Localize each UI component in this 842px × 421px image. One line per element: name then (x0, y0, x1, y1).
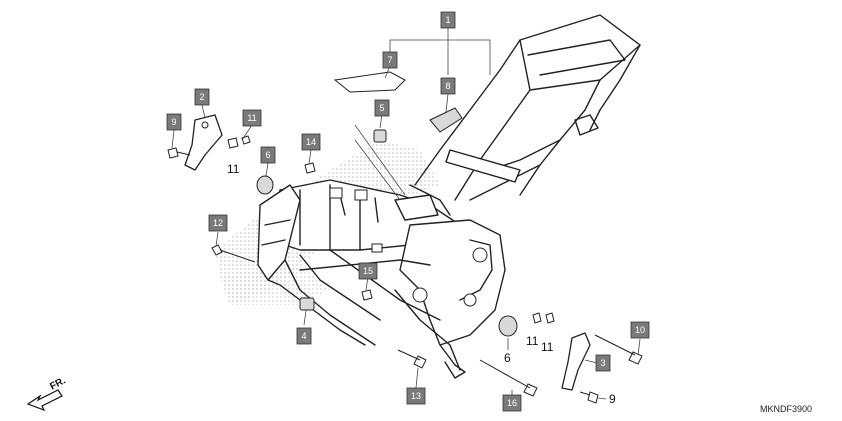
callout-15: 15 (358, 262, 378, 280)
svg-text:13: 13 (411, 391, 421, 401)
main-frame (257, 14, 641, 379)
front-direction-arrow: FR. (26, 375, 68, 412)
label-11-right-b: 11 (541, 340, 554, 354)
part-15-nut (361, 289, 373, 301)
svg-text:1: 1 (445, 15, 450, 25)
svg-text:7: 7 (387, 55, 392, 65)
part-16-bolt (479, 359, 538, 397)
svg-text:15: 15 (363, 266, 373, 276)
label-11-right-a: 11 (526, 334, 539, 348)
svg-text:10: 10 (635, 325, 645, 335)
part-13-bolt (397, 349, 427, 369)
callout-7: 7 (382, 51, 398, 69)
svg-text:14: 14 (306, 137, 316, 147)
svg-text:3: 3 (600, 358, 605, 368)
svg-text:8: 8 (445, 81, 450, 91)
svg-text:16: 16 (507, 398, 517, 408)
svg-text:12: 12 (213, 218, 223, 228)
part-8-pad (429, 107, 463, 133)
svg-text:9: 9 (171, 117, 176, 127)
callout-9: 9 (166, 113, 182, 131)
part-11-bolt-upper (227, 135, 251, 149)
front-label: FR. (48, 375, 68, 392)
part-11-bolts-lower (532, 312, 555, 324)
callout-10: 10 (630, 321, 650, 339)
callout-1: 1 (440, 11, 456, 29)
part-5-collar (373, 129, 387, 143)
svg-text:11: 11 (247, 113, 256, 123)
callout-13: 13 (406, 387, 426, 405)
callout-16: 16 (502, 394, 522, 412)
part-10-bolt (594, 334, 643, 365)
callout-4: 4 (296, 327, 312, 345)
callout-14: 14 (301, 133, 321, 151)
callout-3: 3 (595, 354, 611, 372)
drawing-code: MKNDF3900 (759, 404, 812, 414)
part-6-grommet-upper (256, 175, 274, 195)
svg-text:5: 5 (379, 103, 384, 113)
label-6-lower: 6 (504, 351, 511, 365)
label-11-left: 11 (227, 162, 240, 176)
callout-12: 12 (208, 214, 228, 232)
svg-text:2: 2 (199, 92, 204, 102)
svg-text:6: 6 (265, 150, 270, 160)
part-7-pad (333, 71, 406, 93)
part-9-bolt-lower (579, 391, 599, 404)
callout-8: 8 (440, 77, 456, 95)
part-2-bracket (184, 114, 223, 171)
svg-text:4: 4 (301, 331, 306, 341)
part-9-bolt-upper (167, 147, 191, 159)
callout-2: 2 (194, 88, 210, 106)
callout-5: 5 (374, 99, 390, 117)
part-4-collar (299, 297, 315, 311)
label-9-lower: 9 (609, 392, 616, 406)
part-3-bracket (561, 332, 591, 391)
callout-6: 6 (260, 146, 276, 164)
part-14-nut (304, 162, 316, 174)
callout-11: 11 (242, 109, 262, 127)
part-6-grommet-lower (498, 315, 518, 337)
leader-lines (171, 28, 641, 400)
